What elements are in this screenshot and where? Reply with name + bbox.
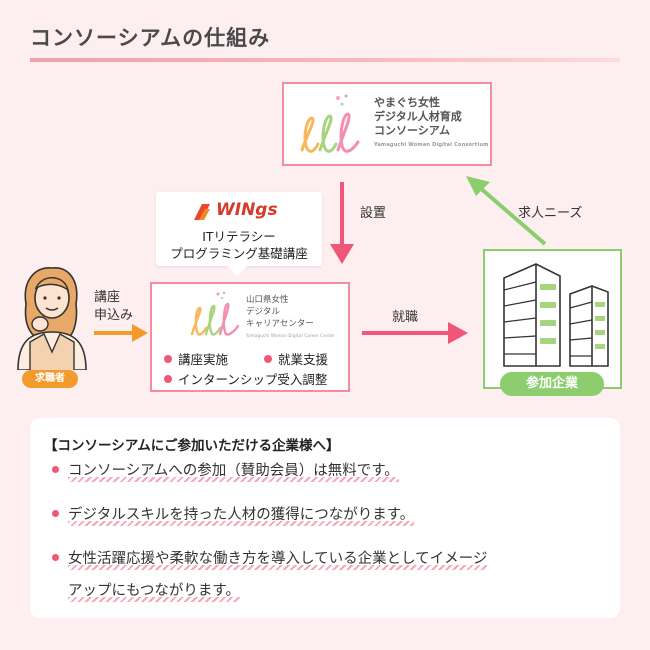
page-title: コンソーシアムの仕組み: [30, 26, 271, 50]
consortium-name-line2: デジタル人材育成: [374, 110, 462, 123]
info-item-continued: アップにもつながります。: [68, 576, 240, 606]
consortium-subtitle: Yamaguchi Woman Digital Consortium: [374, 142, 489, 148]
info-item-text: コンソーシアムへの参加（賛助会員）は無料です。: [68, 463, 399, 482]
career-center-box: 山口県女性 デジタル キャリアセンター Yamaguchi Woman Digi…: [150, 282, 350, 392]
info-bullet-icon: [52, 510, 59, 517]
needs-label: 求人ニーズ: [518, 206, 583, 221]
center-name-line2: デジタル: [246, 307, 280, 317]
bubble-tail: [226, 265, 248, 276]
service-bullet-icon: [164, 355, 172, 363]
office-buildings-icon: [503, 263, 609, 367]
apply-label-line2: 申込み: [94, 308, 134, 323]
service-item: 講座実施: [164, 349, 228, 368]
consortium-name-line3: コンソーシアム: [374, 124, 451, 137]
center-subtitle: Yamaguchi Woman Digital Career Center: [246, 333, 335, 338]
info-item-text: 女性活躍応援や柔軟な働き方を導入している企業としてイメージ: [68, 551, 488, 570]
participating-companies-badge: 参加企業: [500, 372, 604, 396]
service-bullet-icon: [264, 355, 272, 363]
info-bullet-icon: [52, 554, 59, 561]
setup-label: 設置: [360, 206, 387, 221]
title-underline: [30, 58, 620, 62]
wings-icon: [194, 204, 210, 220]
wings-course-line1: ITリテラシー: [202, 229, 276, 244]
career-center-logo-icon: [190, 291, 240, 336]
service-label: インターンシップ受入調整: [178, 372, 328, 387]
consortium-logo-icon: [300, 94, 360, 153]
service-label: 就業支援: [278, 352, 329, 367]
service-item: 就業支援: [264, 349, 328, 368]
consortium-box: やまぐち女性 デジタル人材育成 コンソーシアム Yamaguchi Woman …: [282, 82, 492, 166]
wings-brand: WINgs: [216, 200, 278, 220]
info-item: デジタルスキルを持った人材の獲得につながります。: [52, 500, 415, 530]
wings-bubble: WINgs ITリテラシー プログラミング基礎講座: [156, 192, 322, 266]
info-bullet-icon: [52, 466, 59, 473]
employment-label: 就職: [392, 310, 419, 325]
setup-arrow: [330, 182, 354, 264]
wings-logo: WINgs: [192, 200, 292, 224]
apply-arrow: [94, 324, 148, 342]
employment-arrow: [362, 322, 468, 344]
info-item: コンソーシアムへの参加（賛助会員）は無料です。: [52, 456, 399, 486]
center-name-line3: キャリアセンター: [246, 319, 314, 329]
center-name-line1: 山口県女性: [246, 295, 289, 305]
info-item-text: アップにもつながります。: [68, 583, 240, 602]
info-panel: 【コンソーシアムにご参加いただける企業様へ】 コンソーシアムへの参加（賛助会員）…: [30, 418, 620, 618]
job-seeker-icon: [17, 267, 87, 370]
info-heading: 【コンソーシアムにご参加いただける企業様へ】: [44, 438, 340, 454]
job-seeker-badge: 求職者: [22, 370, 78, 388]
service-label: 講座実施: [178, 352, 229, 367]
info-item: 女性活躍応援や柔軟な働き方を導入している企業としてイメージ: [52, 544, 488, 574]
service-item: インターンシップ受入調整: [164, 369, 327, 388]
apply-label-line1: 講座: [94, 290, 121, 305]
needs-arrow: [466, 176, 547, 246]
info-item-text: デジタルスキルを持った人材の獲得につながります。: [68, 507, 415, 526]
service-bullet-icon: [164, 375, 172, 383]
wings-course-line2: プログラミング基礎講座: [170, 246, 308, 261]
apply-label: 講座 申込み: [94, 289, 133, 325]
consortium-name-line1: やまぐち女性: [374, 96, 440, 109]
